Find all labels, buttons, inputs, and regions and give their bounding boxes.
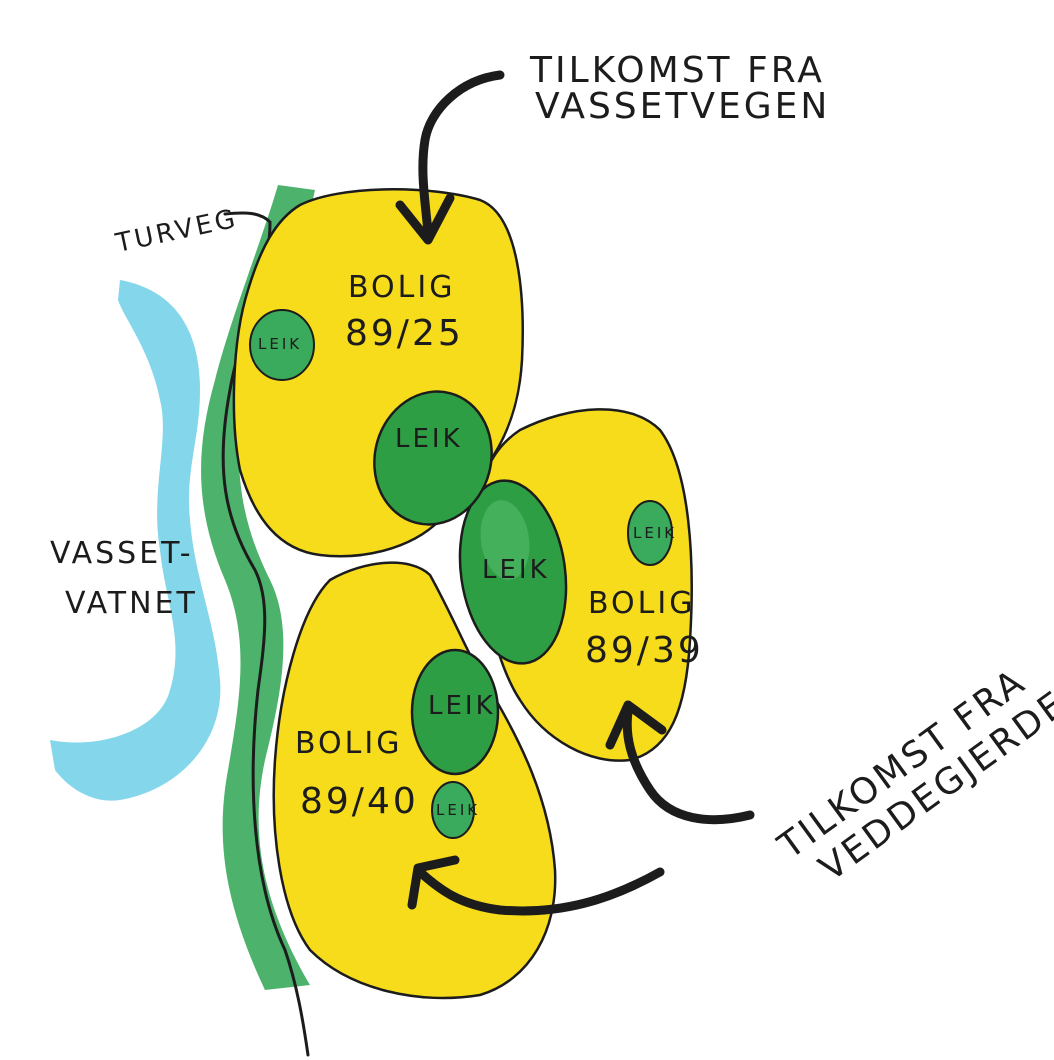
plot-89-39-number: 89/39	[585, 630, 704, 671]
play-label-small-left: LEIK	[258, 335, 302, 353]
play-label-small-right: LEIK	[633, 524, 677, 542]
plot-89-25-word: BOLIG	[348, 270, 455, 305]
play-label-lower: LEIK	[428, 691, 496, 721]
lake-label-line1: VASSET-	[50, 536, 194, 571]
play-area-small-right	[627, 500, 673, 566]
plot-89-40	[272, 561, 557, 1000]
plot-89-39-word: BOLIG	[588, 586, 695, 621]
access-top-label-line1: TILKOMST FRA	[529, 50, 825, 91]
trail-label: TURVEG	[112, 204, 240, 259]
play-area-small-left	[249, 309, 315, 381]
play-label-upper: LEIK	[395, 424, 463, 454]
play-area-upper	[373, 390, 493, 526]
play-area-small-bottom	[431, 781, 475, 839]
plot-89-40-number: 89/40	[300, 781, 419, 822]
lake-water	[50, 280, 221, 801]
lake-label-line2: VATNET	[65, 586, 198, 621]
play-area-lower	[410, 648, 500, 776]
plot-89-40-word: BOLIG	[295, 726, 402, 761]
play-area-large-center	[458, 479, 568, 665]
access-top-label-line2: VASSETVEGEN	[535, 86, 830, 127]
access-arrow-bottom	[407, 855, 665, 916]
access-arrow-top	[395, 70, 505, 245]
access-arrow-right	[605, 700, 755, 825]
play-label-center: LEIK	[482, 555, 550, 585]
plot-89-25-number: 89/25	[345, 313, 464, 354]
play-label-small-bottom: LEIK	[436, 801, 480, 819]
